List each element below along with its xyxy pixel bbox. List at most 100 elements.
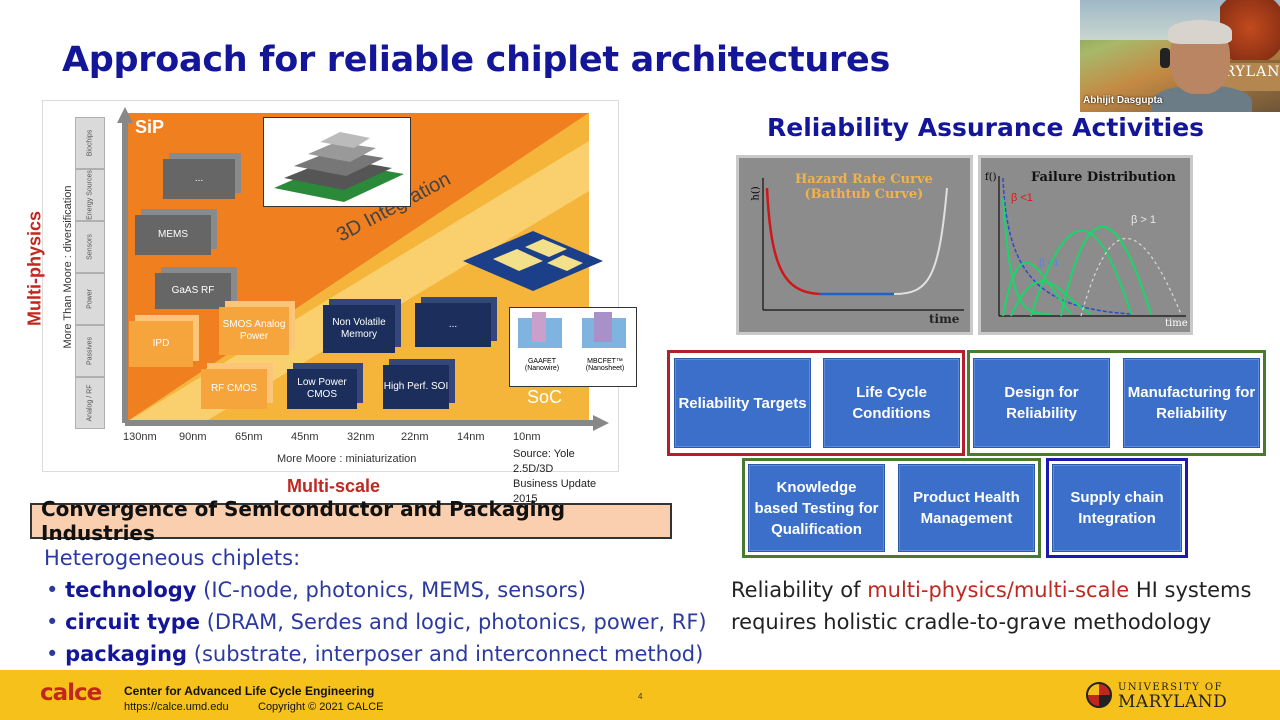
activity-knowledge-based-testing[interactable]: Knowledge based Testing for Qualificatio… bbox=[748, 464, 885, 552]
weibull-dashed-curve bbox=[1080, 237, 1182, 317]
box-ellipsis-top: ... bbox=[163, 159, 235, 199]
umd-seal-icon bbox=[1086, 682, 1112, 708]
failure-curve-svg bbox=[998, 176, 1186, 317]
headset-icon bbox=[1160, 48, 1170, 68]
participant-name: Abhijit Dasgupta bbox=[1083, 95, 1163, 106]
source-note: Source: Yole 2.5D/3D Business Update 201… bbox=[513, 448, 597, 505]
reliability-title: Reliability Assurance Activities bbox=[767, 113, 1205, 142]
stack-cell: Power bbox=[75, 273, 105, 325]
summary-highlight: multi-physics/multi-scale bbox=[867, 578, 1130, 602]
bullet-detail: (IC-node, photonics, MEMS, sensors) bbox=[196, 578, 586, 602]
slide-footer: calce Center for Advanced Life Cycle Eng… bbox=[0, 670, 1280, 720]
x-tick: 130nm bbox=[123, 431, 157, 443]
center-name: Center for Advanced Life Cycle Engineeri… bbox=[124, 684, 375, 698]
x-tick: 90nm bbox=[179, 431, 207, 443]
multi-scale-label: Multi-scale bbox=[287, 476, 381, 496]
activity-supply-chain-integration[interactable]: Supply chain Integration bbox=[1052, 464, 1182, 552]
bullet-detail: (DRAM, Serdes and logic, photonics, powe… bbox=[200, 610, 707, 634]
package-svg bbox=[463, 231, 603, 291]
mbcfet-gate bbox=[594, 312, 612, 342]
box-non-volatile-memory: Non Volatile Memory bbox=[323, 305, 395, 353]
activity-life-cycle-conditions[interactable]: Life Cycle Conditions bbox=[823, 358, 960, 448]
bullet-term: packaging bbox=[65, 642, 188, 666]
stack-cell: Analog / RF bbox=[75, 377, 105, 429]
hazard-xlabel: time bbox=[929, 312, 960, 326]
activity-reliability-targets[interactable]: Reliability Targets bbox=[674, 358, 811, 448]
x-tick: 32nm bbox=[347, 431, 375, 443]
weibull-curve bbox=[1010, 280, 1092, 317]
stack-cell: Sensors bbox=[75, 221, 105, 273]
die-layer bbox=[294, 150, 384, 176]
weibull-curve bbox=[1060, 225, 1152, 317]
slide-title: Approach for reliable chiplet architectu… bbox=[62, 40, 890, 80]
convergence-banner: Convergence of Semiconductor and Packagi… bbox=[30, 497, 672, 545]
x-tick: 45nm bbox=[291, 431, 319, 443]
gaafet-gate bbox=[532, 312, 546, 342]
failure-ylabel: f() bbox=[985, 172, 997, 183]
package-die bbox=[525, 239, 567, 257]
x-tick: 14nm bbox=[457, 431, 485, 443]
weibull-curve bbox=[1002, 261, 1072, 317]
group-border-red bbox=[667, 350, 965, 456]
die-layer bbox=[308, 142, 376, 162]
infant-mortality-curve bbox=[765, 187, 820, 296]
soc-label: SoC bbox=[527, 387, 563, 407]
summary-statement: Reliability of multi-physics/multi-scale… bbox=[731, 578, 1252, 634]
heterogeneous-intro: Heterogeneous chiplets: bbox=[44, 546, 301, 570]
wearout-curve bbox=[893, 187, 948, 295]
beta-greater-label: β > 1 bbox=[1131, 214, 1156, 226]
webcam-person-hair bbox=[1168, 20, 1232, 44]
stack-cell: Energy Sources bbox=[75, 169, 105, 221]
bullet-item: • circuit type (DRAM, Serdes and logic, … bbox=[46, 610, 707, 634]
beta-less-label: β <1 bbox=[1011, 192, 1033, 204]
box-smos: SMOS Analog Power bbox=[219, 307, 289, 355]
x-tick: 22nm bbox=[401, 431, 429, 443]
box-mems: MEMS bbox=[135, 215, 211, 255]
hazard-curve-svg bbox=[762, 178, 964, 311]
stack-cell: Passives bbox=[75, 325, 105, 377]
gaafet-label: GAAFET (Nanowire) bbox=[524, 358, 560, 372]
x-tick: 10nm bbox=[513, 431, 541, 443]
umd-university-line: UNIVERSITY OF bbox=[1118, 682, 1224, 693]
exponential-curve bbox=[1002, 177, 1132, 315]
chip-stack-svg bbox=[274, 132, 404, 202]
multi-physics-label: Multi-physics bbox=[24, 211, 45, 327]
activity-product-health-management[interactable]: Product Health Management bbox=[898, 464, 1035, 552]
diagram-x-axis-title: More Moore : miniaturization bbox=[277, 453, 417, 465]
package-die bbox=[493, 249, 543, 271]
bullet-item: • technology (IC-node, photonics, MEMS, … bbox=[46, 578, 586, 602]
webcam-video-tile[interactable]: MARYLAND bbox=[1080, 0, 1280, 112]
transistor-image: GAAFET (Nanowire) MBCFET™ (Nanosheet) bbox=[509, 307, 637, 387]
group-border-green-lower bbox=[742, 458, 1041, 558]
sip-label: SiP bbox=[135, 117, 165, 137]
transistor-svg bbox=[518, 312, 626, 348]
hazard-rate-chart: Hazard Rate Curve (Bathtub Curve) h() ti… bbox=[736, 155, 973, 335]
die-layer bbox=[320, 132, 370, 148]
weibull-curve bbox=[1002, 197, 1052, 315]
calce-logo: calce bbox=[40, 680, 102, 706]
group-border-green bbox=[967, 350, 1266, 456]
box-ipd: IPD bbox=[129, 321, 193, 367]
failure-xlabel: time bbox=[1165, 318, 1188, 329]
weibull-curve bbox=[1030, 229, 1132, 317]
failure-distribution-chart: Failure Distribution f() time β <1 β =1 … bbox=[978, 155, 1193, 335]
stack-cell: Biochips bbox=[75, 117, 105, 169]
bullet-item: • packaging (substrate, interposer and i… bbox=[46, 642, 704, 666]
chip-stack-image bbox=[263, 117, 411, 207]
beta-equal-label: β =1 bbox=[1039, 258, 1059, 269]
package-image bbox=[463, 221, 603, 291]
activity-manufacturing-for-reliability[interactable]: Manufacturing for Reliability bbox=[1123, 358, 1260, 448]
umd-name: MARYLAND bbox=[1118, 692, 1228, 712]
mbcfet-label: MBCFET™ (Nanosheet) bbox=[585, 358, 625, 372]
diversification-stack: Analog / RF Passives Power Sensors Energ… bbox=[75, 117, 105, 429]
bullet-term: circuit type bbox=[65, 610, 201, 634]
box-gaas-rf: GaAS RF bbox=[155, 273, 231, 309]
box-high-perf-soi: High Perf. SOI bbox=[383, 365, 449, 409]
center-url[interactable]: https://calce.umd.edu bbox=[124, 701, 229, 713]
bullet-detail: (substrate, interposer and interconnect … bbox=[187, 642, 704, 666]
activity-design-for-reliability[interactable]: Design for Reliability bbox=[973, 358, 1110, 448]
copyright: Copyright © 2021 CALCE bbox=[258, 701, 384, 713]
more-moore-diagram: More Than Moore : diversification Analog… bbox=[42, 100, 637, 505]
x-tick: 65nm bbox=[235, 431, 263, 443]
failure-title: Failure Distribution bbox=[1031, 170, 1176, 185]
